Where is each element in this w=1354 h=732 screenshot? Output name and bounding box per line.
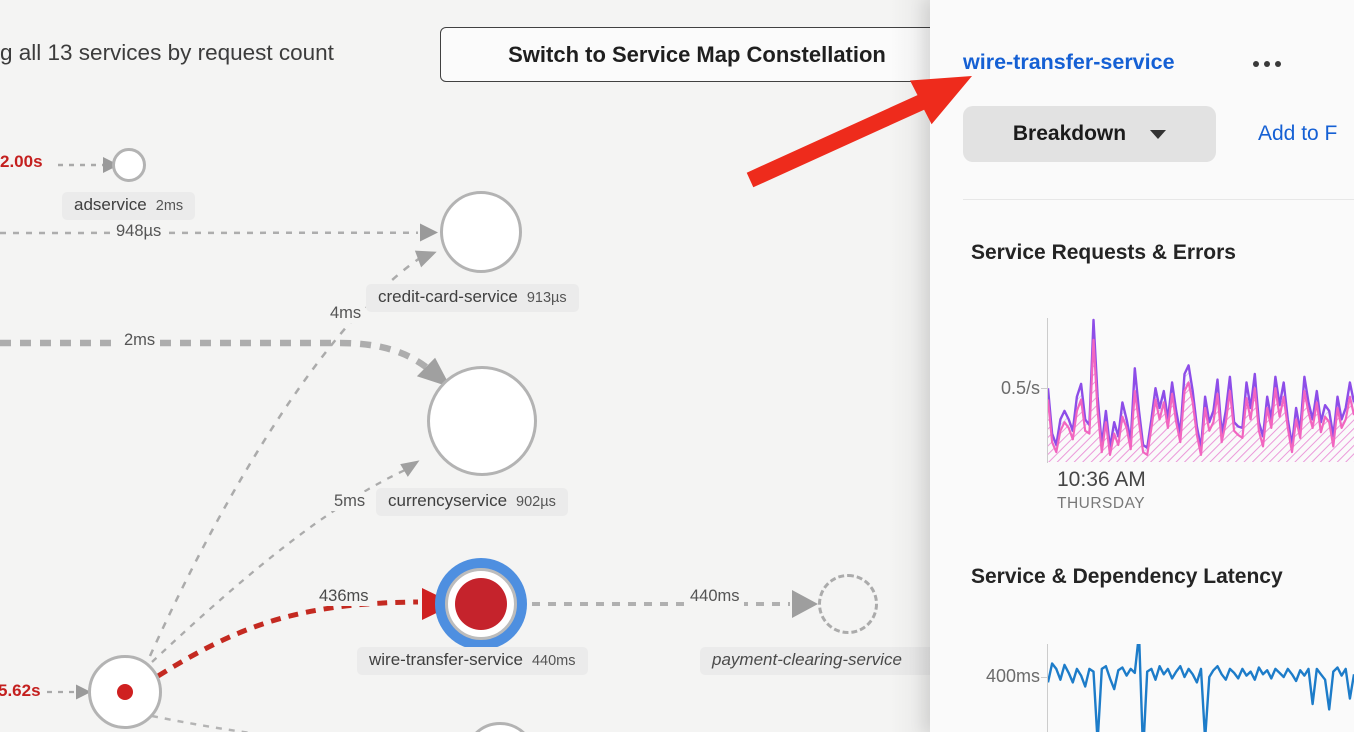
- service-name: wire-transfer-service: [369, 650, 523, 669]
- service-name: currencyservice: [388, 491, 508, 510]
- latency-chart-tick-label: 400ms: [985, 666, 1040, 686]
- service-name: payment-clearing-service: [712, 650, 902, 669]
- requests-chart-tick-label: 0.5/s: [1000, 378, 1040, 398]
- edge-label-948us: 948µs: [112, 222, 166, 241]
- label-credit-card-service: credit-card-service 913µs: [366, 284, 579, 312]
- requests-errors-chart: [1048, 318, 1354, 462]
- node-adservice[interactable]: [112, 148, 146, 182]
- switch-to-constellation-button[interactable]: Switch to Service Map Constellation: [440, 27, 954, 82]
- service-latency: 902µs: [516, 494, 556, 510]
- label-wire-transfer-service: wire-transfer-service 440ms: [357, 647, 588, 675]
- edge-label-5-62s: 5.62s: [0, 681, 45, 701]
- services-summary-text: g all 13 services by request count: [0, 40, 334, 65]
- latency-chart-y-axis: [1047, 644, 1048, 732]
- node-currencyservice[interactable]: [427, 366, 537, 476]
- edge-label-436ms: 436ms: [315, 587, 373, 606]
- service-map-edges: [0, 157, 818, 732]
- service-name-link[interactable]: wire-transfer-service: [963, 50, 1175, 74]
- label-currencyservice: currencyservice 902µs: [376, 488, 568, 516]
- add-to-filter-link[interactable]: Add to F: [1258, 122, 1338, 145]
- edge-label-2-00s: 2.00s: [0, 152, 47, 172]
- chevron-down-icon: [1150, 129, 1167, 139]
- latency-chart: [1048, 644, 1354, 732]
- node-root-service-error-dot: [117, 684, 133, 700]
- chart-day-label: THURSDAY: [1057, 495, 1146, 512]
- node-wire-transfer-service-error-core: [455, 578, 507, 630]
- service-detail-panel: wire-transfer-service Breakdown Add to F…: [930, 0, 1354, 732]
- latency-chart-title: Service & Dependency Latency: [971, 565, 1283, 588]
- requests-chart-tick: [1041, 388, 1047, 389]
- edge-label-4ms: 4ms: [326, 304, 366, 323]
- edge-label-2ms: 2ms: [120, 331, 160, 350]
- latency-chart-tick: [1041, 677, 1047, 678]
- node-credit-card-service[interactable]: [440, 191, 522, 273]
- service-latency: 2ms: [155, 198, 184, 214]
- breakdown-label: Breakdown: [1012, 122, 1127, 145]
- chart-time-label: 10:36 AM: [1057, 468, 1146, 491]
- service-map: adservice 2ms credit-card-service 913µs cu…: [0, 0, 954, 732]
- requests-errors-chart-title: Service Requests & Errors: [971, 241, 1236, 264]
- node-payment-clearing-service[interactable]: [818, 574, 878, 634]
- breakdown-dropdown[interactable]: Breakdown: [963, 106, 1216, 162]
- service-name: adservice: [74, 195, 147, 214]
- more-options-icon[interactable]: [1253, 61, 1281, 67]
- section-divider: [963, 199, 1354, 200]
- edge-label-5ms: 5ms: [330, 492, 370, 511]
- service-latency: 440ms: [531, 653, 576, 669]
- label-adservice: adservice 2ms: [62, 192, 196, 220]
- service-name: credit-card-service: [378, 287, 518, 306]
- edge-label-440ms: 440ms: [686, 587, 744, 606]
- service-latency: 913µs: [526, 290, 567, 306]
